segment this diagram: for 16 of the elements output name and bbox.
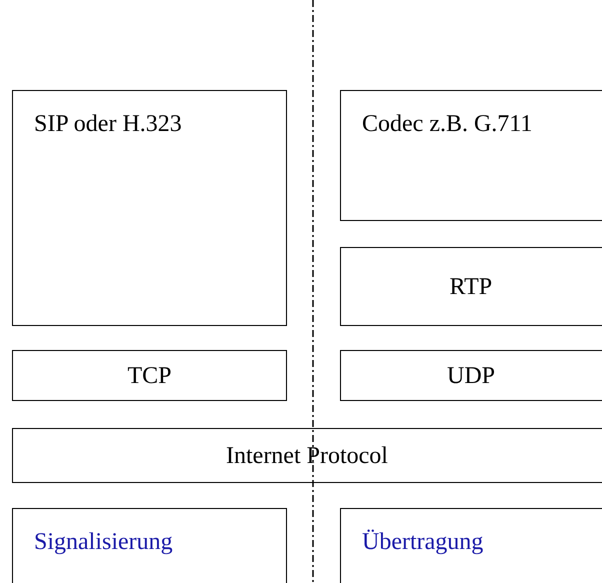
protocol-label: RTP — [450, 272, 492, 300]
protocol-box — [340, 350, 602, 401]
protocol-box — [12, 350, 287, 401]
category-box — [340, 508, 602, 583]
protocol-label: SIP oder H.323 — [34, 110, 182, 138]
protocol-label: UDP — [447, 362, 496, 390]
protocol-label: Internet Protocol — [226, 442, 388, 470]
category-box — [12, 508, 287, 583]
protocol-label: Übertragung — [362, 528, 484, 556]
protocol-box — [340, 247, 602, 326]
protocol-label: TCP — [128, 362, 172, 390]
protocol-label: Signalisierung — [34, 528, 173, 556]
protocol-box — [12, 90, 287, 326]
protocol-box — [340, 90, 602, 221]
protocol-box — [12, 428, 602, 483]
protocol-label: Codec z.B. G.711 — [362, 110, 532, 138]
